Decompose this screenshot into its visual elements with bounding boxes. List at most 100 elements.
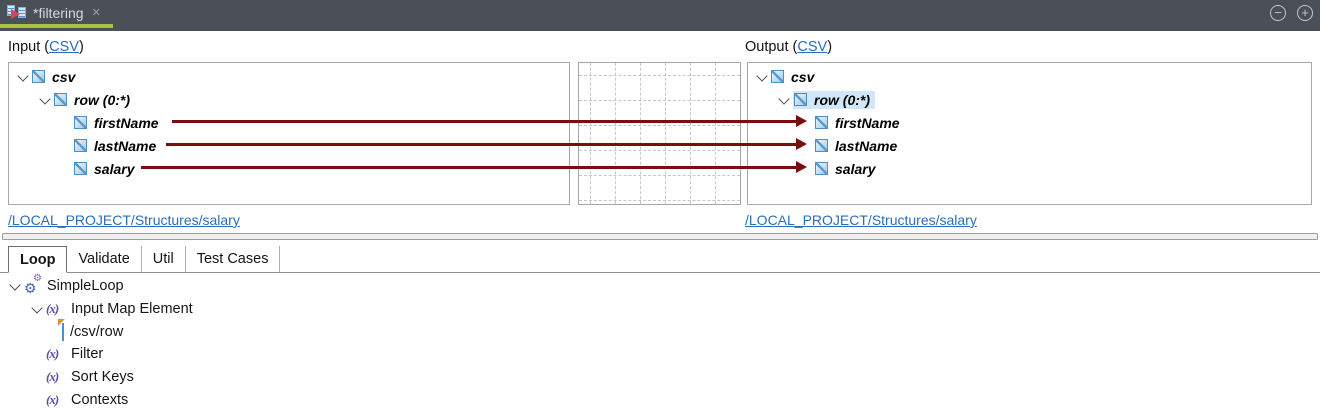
function-icon (46, 346, 66, 362)
output-tree-panel: csv row (0:*) firstName lastName salary (747, 62, 1312, 205)
chevron-down-icon[interactable] (30, 304, 46, 314)
element-icon (74, 116, 87, 129)
mapping-line-firstname[interactable] (172, 120, 797, 123)
selection-highlight: row (0:*) (793, 90, 875, 109)
function-icon (46, 369, 66, 385)
grid-line (579, 150, 740, 151)
element-icon (794, 93, 807, 106)
input-node-row[interactable]: row (0:*) (10, 88, 568, 111)
loop-node-sort-keys[interactable]: Sort Keys (46, 365, 134, 388)
chevron-down-icon[interactable] (38, 95, 54, 105)
output-csv-link[interactable]: CSV (797, 39, 828, 55)
minimize-icon[interactable]: − (1270, 5, 1286, 21)
loop-node-contexts[interactable]: Contexts (46, 388, 128, 411)
output-label-prefix: Output ( (745, 39, 798, 55)
grid-line (715, 63, 716, 204)
output-node-row-selected[interactable]: row (0:*) (749, 88, 1310, 111)
map-arrow-icon (11, 9, 20, 19)
input-label-prefix: Input ( (8, 39, 50, 55)
tree-node-label: lastName (835, 137, 898, 154)
input-node-firstname[interactable]: firstName (10, 111, 568, 134)
element-icon (62, 322, 64, 341)
mapping-grid-canvas (578, 62, 741, 205)
maximize-icon[interactable]: + (1297, 5, 1313, 21)
editor-tab-title: *filtering (33, 4, 84, 21)
mapping-file-icon (7, 5, 26, 20)
input-structure-link[interactable]: /LOCAL_PROJECT/Structures/salary (8, 212, 240, 228)
grid-line (665, 63, 666, 204)
input-label-suffix: ) (78, 39, 84, 55)
tree-node-label: firstName (835, 114, 900, 131)
function-icon (46, 301, 66, 317)
input-panel-label: Input (CSV) (8, 39, 84, 55)
element-icon (815, 116, 828, 129)
element-icon (54, 93, 67, 106)
tree-node-label: csv (52, 68, 76, 85)
element-icon (74, 162, 87, 175)
input-node-salary[interactable]: salary (10, 157, 568, 180)
loop-node-label: Input Map Element (71, 300, 193, 317)
active-tab-underline (0, 24, 113, 28)
horizontal-sash[interactable] (2, 233, 1318, 240)
input-node-lastname[interactable]: lastName (10, 134, 568, 157)
loop-node-label: Filter (71, 345, 104, 362)
output-node-lastname[interactable]: lastName (749, 134, 1310, 157)
chevron-down-icon[interactable] (755, 72, 771, 82)
input-node-csv[interactable]: csv (10, 65, 568, 88)
output-panel-label: Output (CSV) (745, 39, 832, 55)
chevron-down-icon[interactable] (777, 95, 793, 105)
mapping-line-lastname[interactable] (166, 143, 797, 146)
loop-node-label: SimpleLoop (47, 277, 124, 294)
element-icon (771, 70, 784, 83)
loop-node-label: Contexts (71, 391, 129, 408)
element-icon (815, 139, 828, 152)
loop-node-simpleloop[interactable]: SimpleLoop (8, 273, 124, 297)
tab-util[interactable]: Util (142, 246, 186, 272)
mapping-arrowhead-icon (796, 138, 807, 150)
grid-line (579, 75, 740, 76)
output-node-firstname[interactable]: firstName (749, 111, 1310, 134)
function-icon (46, 392, 66, 408)
grid-line (579, 125, 740, 126)
tree-node-label: firstName (94, 114, 159, 131)
loop-node-input-map-element[interactable]: Input Map Element (30, 297, 193, 320)
chevron-down-icon[interactable] (8, 281, 24, 291)
input-tree-panel: csv row (0:*) firstName lastName salary (8, 62, 570, 205)
tree-node-label: lastName (94, 137, 157, 154)
editor-tab-filtering[interactable]: *filtering ✕ (0, 0, 113, 25)
tree-node-label: row (0:*) (814, 91, 870, 108)
chevron-down-icon[interactable] (16, 72, 32, 82)
input-csv-link[interactable]: CSV (49, 39, 79, 55)
output-label-suffix: ) (827, 39, 833, 55)
bottom-tab-strip: Loop Validate Util Test Cases (0, 246, 1320, 273)
element-icon (74, 139, 87, 152)
grid-line (590, 63, 591, 204)
editor-tab-bar: *filtering ✕ − + (0, 0, 1320, 31)
gears-icon (24, 273, 42, 297)
loop-node-label: /csv/row (70, 323, 124, 340)
close-icon[interactable]: ✕ (91, 7, 101, 19)
mapping-line-salary[interactable] (141, 166, 797, 169)
mapping-arrowhead-icon (796, 115, 807, 127)
loop-node-label: Sort Keys (71, 368, 134, 385)
tree-node-label: salary (94, 160, 135, 177)
tree-node-label: salary (835, 160, 876, 177)
grid-line (579, 175, 740, 176)
grid-line (615, 63, 616, 204)
grid-line (579, 200, 740, 201)
tree-node-label: row (0:*) (74, 91, 130, 108)
mapping-arrowhead-icon (796, 161, 807, 173)
output-structure-link[interactable]: /LOCAL_PROJECT/Structures/salary (745, 212, 977, 228)
tab-validate[interactable]: Validate (67, 246, 142, 272)
element-icon (815, 162, 828, 175)
grid-line (690, 63, 691, 204)
loop-node-filter[interactable]: Filter (46, 342, 103, 365)
tab-loop[interactable]: Loop (8, 246, 68, 273)
element-ref-icon (58, 318, 65, 341)
loop-node-csv-row[interactable]: /csv/row (58, 318, 124, 343)
ref-arrow-icon (58, 318, 65, 326)
output-node-salary[interactable]: salary (749, 157, 1310, 180)
output-node-csv[interactable]: csv (749, 65, 1310, 88)
tab-test-cases[interactable]: Test Cases (186, 246, 281, 272)
